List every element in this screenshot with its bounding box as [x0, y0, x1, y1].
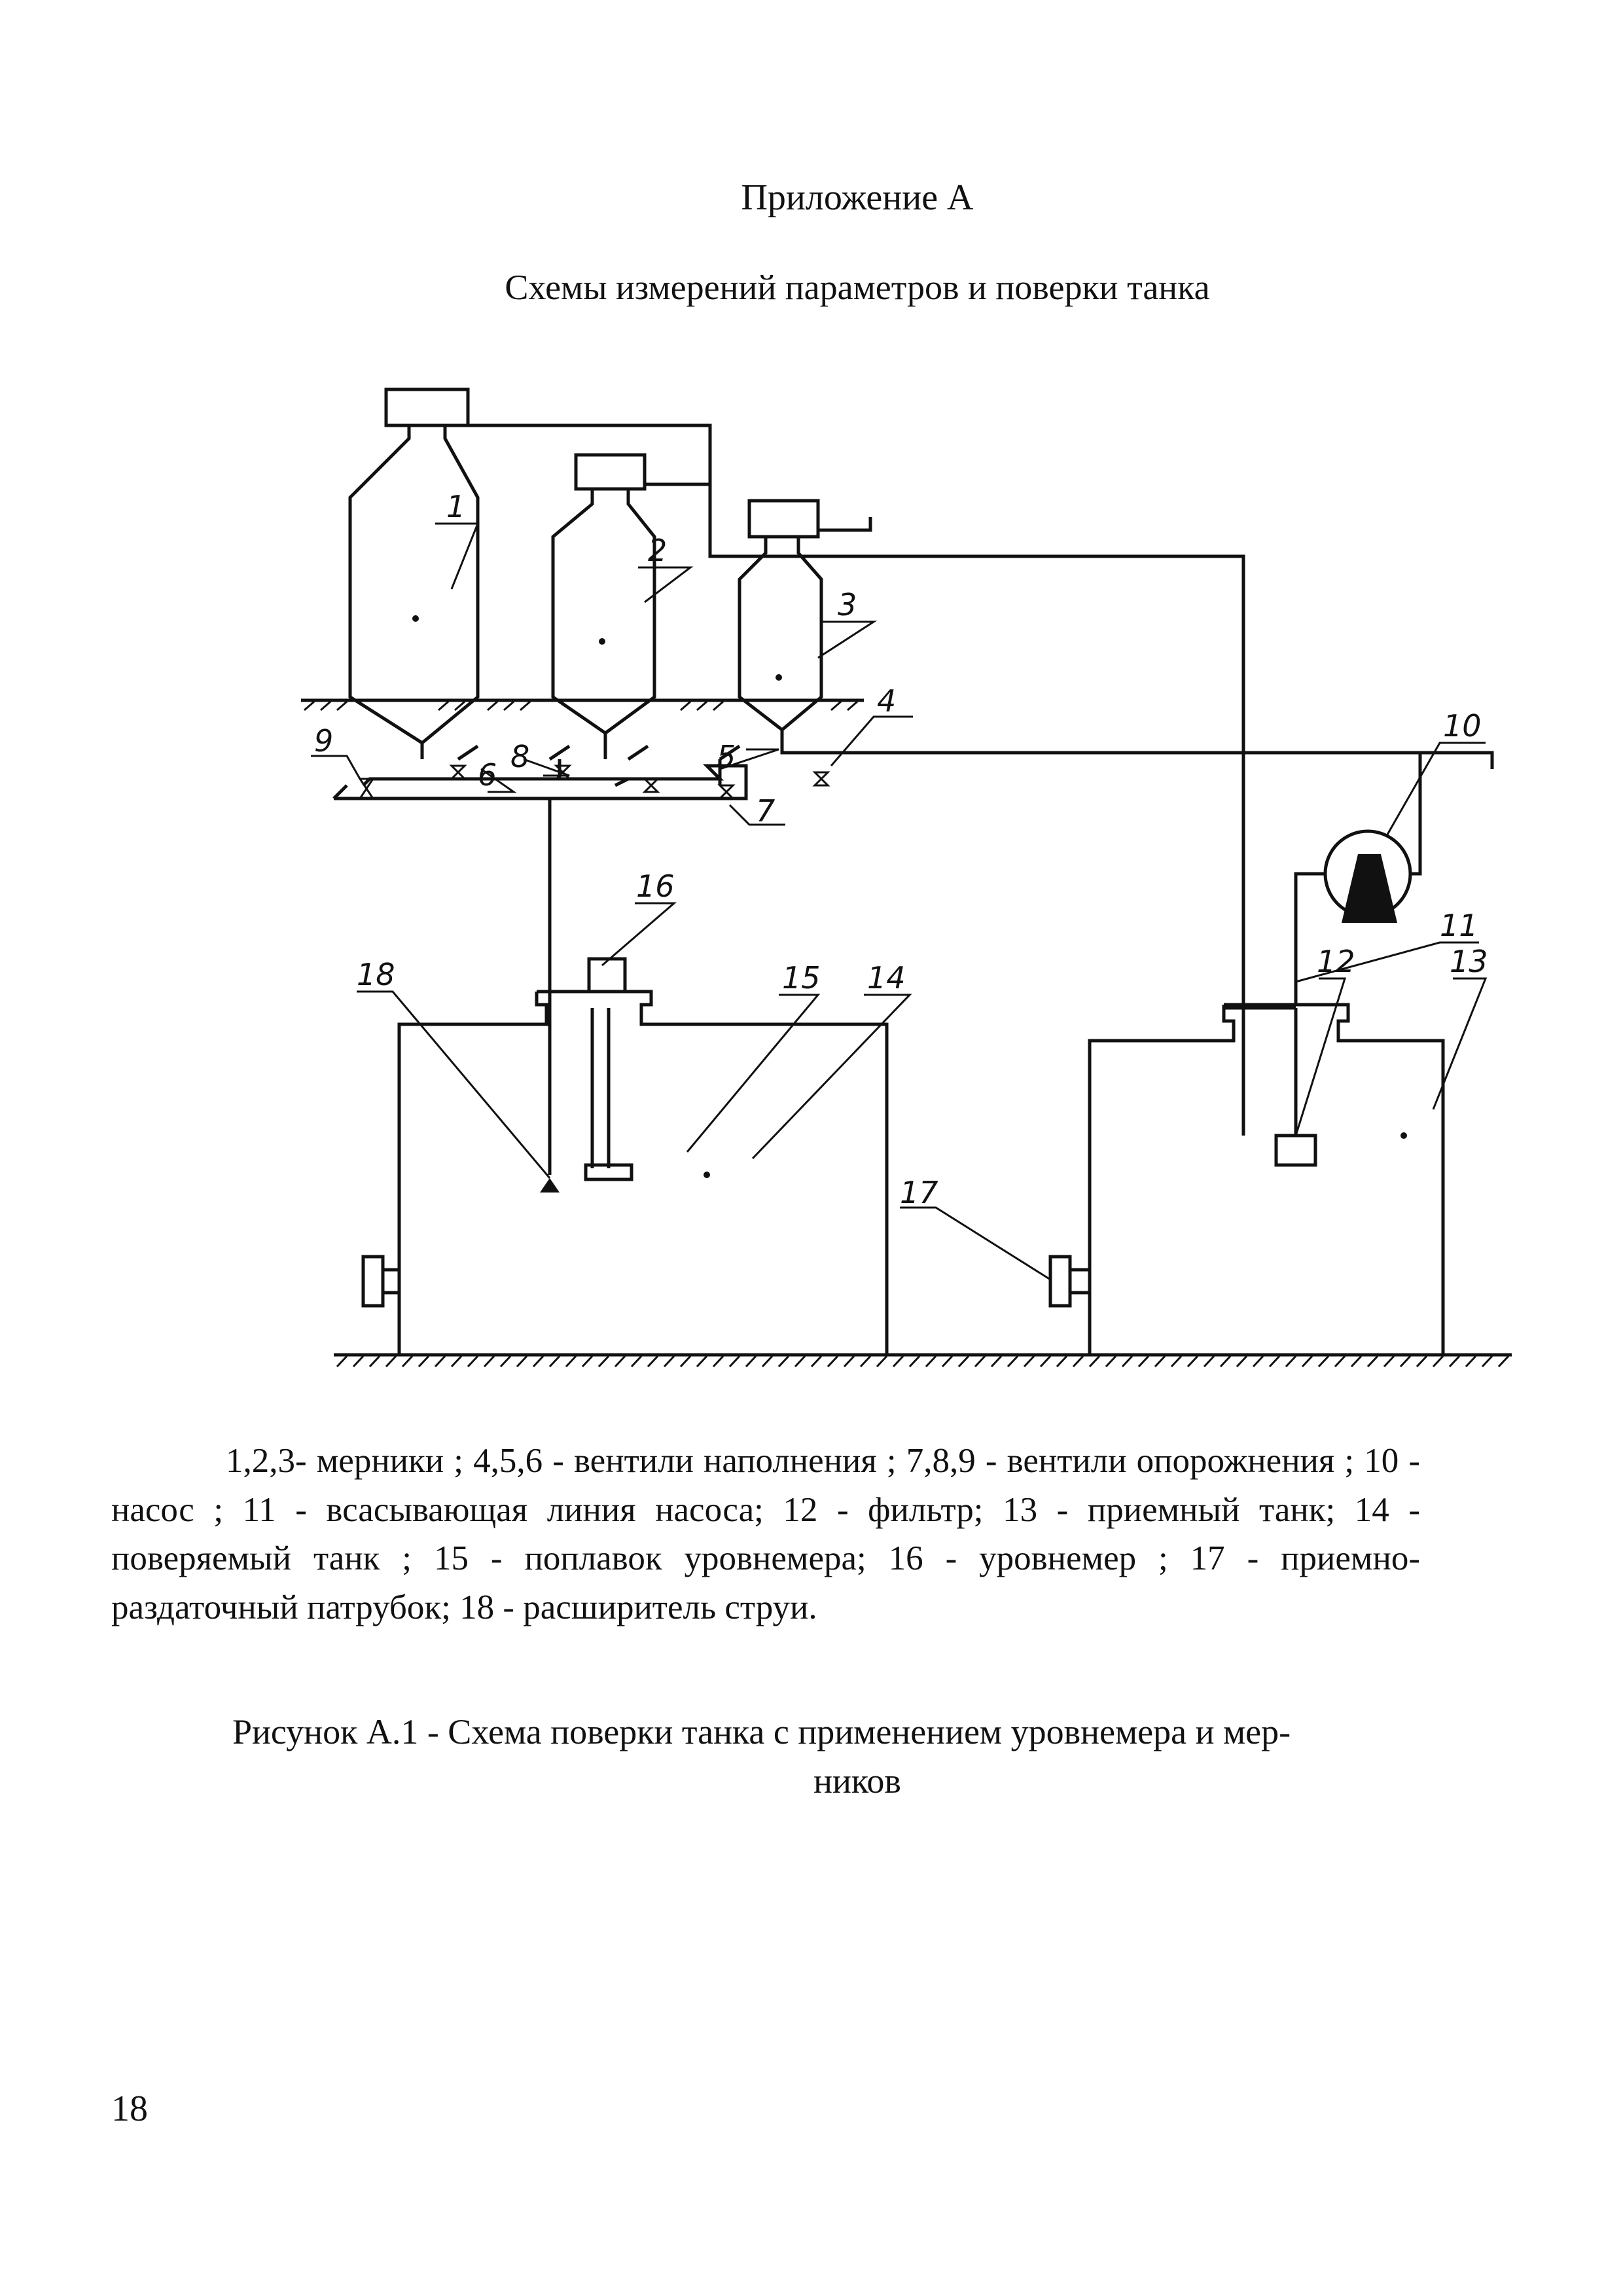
- label-6: 6: [478, 757, 497, 793]
- measures-ground: [301, 698, 864, 711]
- receiving-tank-13: [1048, 753, 1445, 1355]
- measure-1: [348, 425, 480, 745]
- label-16: 16: [636, 869, 675, 904]
- page-number: 18: [111, 2089, 148, 2129]
- verification-scheme-diagram: 1 2 3 4 5 6 7 8 9 10 11 12 13 14 15 16 1…: [301, 387, 1512, 1368]
- label-18: 18: [357, 957, 395, 992]
- label-12: 12: [1317, 944, 1355, 979]
- callout-labels: 1 2 3 4 5 6 7 8 9 10 11 12 13 14 15 16 1…: [314, 489, 1488, 1210]
- figure-caption: Рисунок А.1 - Схема поверки танка с прим…: [232, 1712, 1291, 1751]
- leader-lines: [311, 522, 1488, 1281]
- pump-10: [1224, 753, 1422, 1010]
- bottom-ground: [334, 1353, 1512, 1368]
- label-15: 15: [782, 960, 821, 996]
- label-17: 17: [900, 1175, 938, 1210]
- legend-paragraph: 1,2,3- мерники ; 4,5,6 - вентили наполне…: [111, 1442, 1420, 1627]
- label-5: 5: [717, 739, 736, 774]
- measure-2: [551, 489, 656, 736]
- label-14: 14: [867, 960, 906, 996]
- label-9: 9: [314, 723, 333, 759]
- figure-caption-continuation: ников: [813, 1761, 901, 1801]
- label-3: 3: [838, 587, 857, 622]
- appendix-title: Приложение А: [741, 177, 974, 218]
- measure-heads: [384, 387, 1245, 1106]
- tested-tank-14: [361, 798, 889, 1355]
- label-2: 2: [648, 533, 667, 568]
- label-10: 10: [1443, 708, 1482, 744]
- label-7: 7: [756, 793, 775, 829]
- label-4: 4: [877, 683, 896, 719]
- label-11: 11: [1440, 908, 1478, 943]
- label-1: 1: [446, 489, 465, 524]
- label-13: 13: [1450, 944, 1488, 979]
- manifold: [332, 730, 1494, 800]
- label-8: 8: [510, 739, 529, 774]
- scheme-heading: Схемы измерений параметров и поверки тан…: [505, 268, 1210, 307]
